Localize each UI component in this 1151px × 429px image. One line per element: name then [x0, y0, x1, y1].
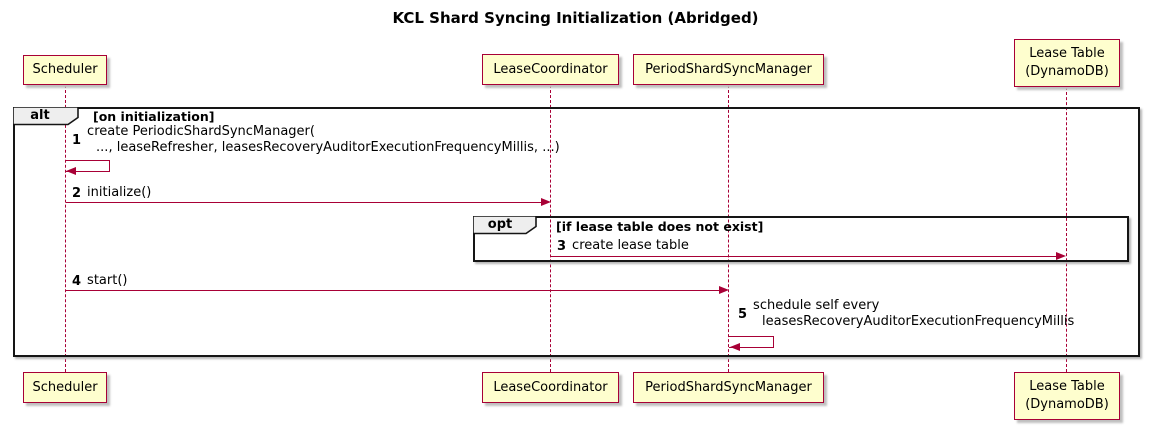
message-3-text: create lease table — [572, 238, 689, 253]
opt-frame-label: opt — [472, 215, 539, 235]
participant-label-line1: Lease Table — [1029, 46, 1105, 62]
participant-lease-coordinator-bottom: LeaseCoordinator — [482, 372, 619, 403]
alt-frame-label: alt — [12, 106, 81, 126]
message-1-self-arrow — [66, 160, 110, 172]
lifeline-period-shard-sync-manager — [728, 85, 729, 372]
opt-guard: [if lease table does not exist] — [556, 219, 764, 234]
message-1-number: 1 — [72, 132, 82, 148]
participant-lease-table-bottom: Lease Table (DynamoDB) — [1014, 372, 1120, 420]
participant-label: Scheduler — [32, 62, 98, 78]
message-5-number: 5 — [738, 306, 748, 322]
message-3-arrowhead — [1056, 252, 1066, 260]
participant-label: LeaseCoordinator — [493, 61, 608, 77]
message-5-text: schedule self every leasesRecoveryAudito… — [753, 298, 1074, 330]
participant-scheduler-top: Scheduler — [23, 55, 107, 85]
alt-operator: alt — [30, 108, 50, 123]
message-1: 1 create PeriodicShardSyncManager( ..., … — [72, 124, 560, 156]
message-2: 2 initialize() — [72, 185, 151, 201]
message-1-arrowhead — [66, 167, 76, 175]
message-4-text: start() — [87, 273, 128, 288]
participant-period-shard-sync-manager-bottom: PeriodShardSyncManager — [633, 372, 824, 403]
message-3: 3 create lease table — [557, 238, 689, 254]
lifeline-scheduler — [65, 85, 66, 372]
diagram-title: KCL Shard Syncing Initialization (Abridg… — [392, 9, 759, 27]
message-2-text: initialize() — [87, 185, 152, 200]
participant-label-line2: (DynamoDB) — [1025, 397, 1109, 412]
message-5-self-arrow — [729, 336, 774, 348]
participant-label: PeriodShardSyncManager — [645, 379, 812, 395]
pentagon-shape — [472, 215, 537, 235]
message-1-line2: ..., leaseRefresher, leasesRecoveryAudit… — [96, 140, 560, 155]
lifeline-lease-coordinator — [550, 85, 551, 372]
message-5-line2: leasesRecoveryAuditorExecutionFrequencyM… — [762, 314, 1075, 329]
alt-guard: [on initialization] — [93, 109, 215, 124]
message-1-line1: create PeriodicShardSyncManager( — [87, 124, 315, 139]
message-3-number: 3 — [557, 238, 567, 254]
lifeline-lease-table — [1066, 87, 1067, 372]
message-2-arrowhead — [541, 198, 551, 206]
participant-label-line1: Lease Table — [1029, 379, 1105, 395]
message-4: 4 start() — [72, 273, 127, 289]
message-4-arrow — [66, 290, 719, 291]
alt-frame — [13, 107, 1140, 357]
participant-scheduler-bottom: Scheduler — [23, 372, 107, 403]
participant-lease-table-top: Lease Table (DynamoDB) — [1014, 39, 1120, 87]
participant-period-shard-sync-manager-top: PeriodShardSyncManager — [633, 54, 824, 85]
message-2-number: 2 — [72, 185, 82, 201]
participant-lease-coordinator-top: LeaseCoordinator — [482, 54, 619, 85]
participant-label: LeaseCoordinator — [493, 379, 608, 395]
opt-operator: opt — [487, 217, 513, 232]
opt-frame — [473, 216, 1129, 262]
pentagon-shape — [12, 106, 79, 126]
message-3-arrow — [550, 256, 1056, 257]
message-5: 5 schedule self every leasesRecoveryAudi… — [738, 298, 1074, 330]
message-4-arrowhead — [719, 286, 729, 294]
message-2-arrow — [66, 202, 541, 203]
participant-label: PeriodShardSyncManager — [645, 61, 812, 77]
message-5-line1: schedule self every — [753, 298, 880, 313]
message-5-arrowhead — [730, 343, 740, 351]
participant-label: Scheduler — [32, 379, 98, 395]
participant-label-line2: (DynamoDB) — [1025, 64, 1109, 79]
message-4-number: 4 — [72, 273, 82, 289]
message-1-text: create PeriodicShardSyncManager( ..., le… — [87, 124, 560, 156]
